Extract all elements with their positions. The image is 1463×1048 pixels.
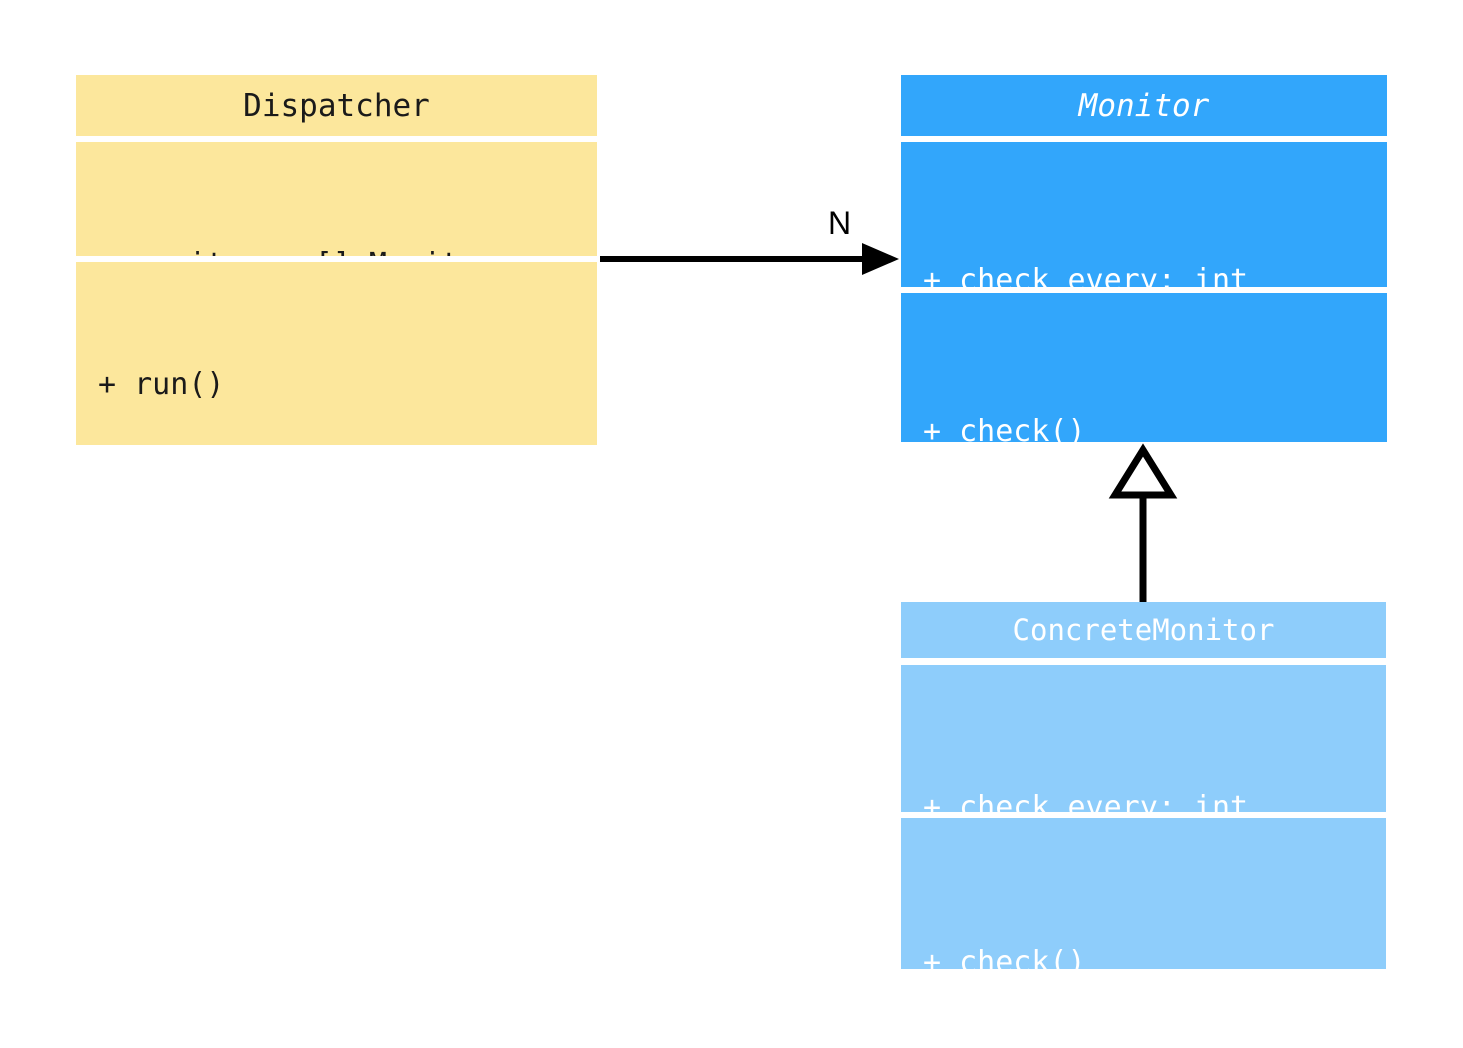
- method-list-concretemonitor: + check(): [923, 878, 1086, 970]
- attribute-item: + check_every: int: [923, 790, 1249, 813]
- class-header-monitor: Monitor: [901, 75, 1387, 136]
- class-methods-dispatcher: + run() + start() + stop(): [76, 262, 597, 445]
- attribute-list-concretemonitor: + check_every: int: [923, 723, 1249, 813]
- generalization-concretemonitor-monitor: [1108, 443, 1178, 602]
- class-attributes-concretemonitor: + check_every: int: [901, 665, 1386, 812]
- method-item: + check(): [923, 414, 1086, 443]
- class-attributes-monitor: + check_every: int: [901, 142, 1387, 287]
- class-header-concretemonitor: ConcreteMonitor: [901, 602, 1386, 658]
- class-name-concretemonitor: ConcreteMonitor: [1012, 613, 1275, 647]
- class-name-monitor: Monitor: [1078, 88, 1210, 124]
- class-box-dispatcher[interactable]: Dispatcher + monitors: [] Monitor + run(…: [76, 75, 597, 445]
- class-name-dispatcher: Dispatcher: [243, 88, 430, 124]
- class-header-dispatcher: Dispatcher: [76, 75, 597, 136]
- class-methods-monitor: + check(): [901, 293, 1387, 442]
- method-list-monitor: + check(): [923, 347, 1086, 443]
- method-item: + run(): [98, 367, 225, 402]
- attribute-list-dispatcher: + monitors: [] Monitor: [98, 180, 495, 257]
- association-arrowhead-icon: [862, 243, 899, 275]
- attribute-item: + monitors: [] Monitor: [98, 248, 495, 257]
- association-multiplicity-label: N: [828, 205, 852, 241]
- class-attributes-dispatcher: + monitors: [] Monitor: [76, 142, 597, 256]
- generalization-arrowhead-icon: [1108, 443, 1178, 499]
- method-list-dispatcher: + run() + start() + stop(): [98, 300, 261, 445]
- class-box-concretemonitor[interactable]: ConcreteMonitor + check_every: int + che…: [901, 602, 1386, 969]
- method-item: + check(): [923, 945, 1086, 970]
- association-dispatcher-monitor: [600, 243, 899, 275]
- attribute-list-monitor: + check_every: int: [923, 196, 1249, 288]
- class-methods-concretemonitor: + check(): [901, 818, 1386, 969]
- class-box-monitor[interactable]: Monitor + check_every: int + check(): [901, 75, 1387, 442]
- attribute-item: + check_every: int: [923, 263, 1249, 288]
